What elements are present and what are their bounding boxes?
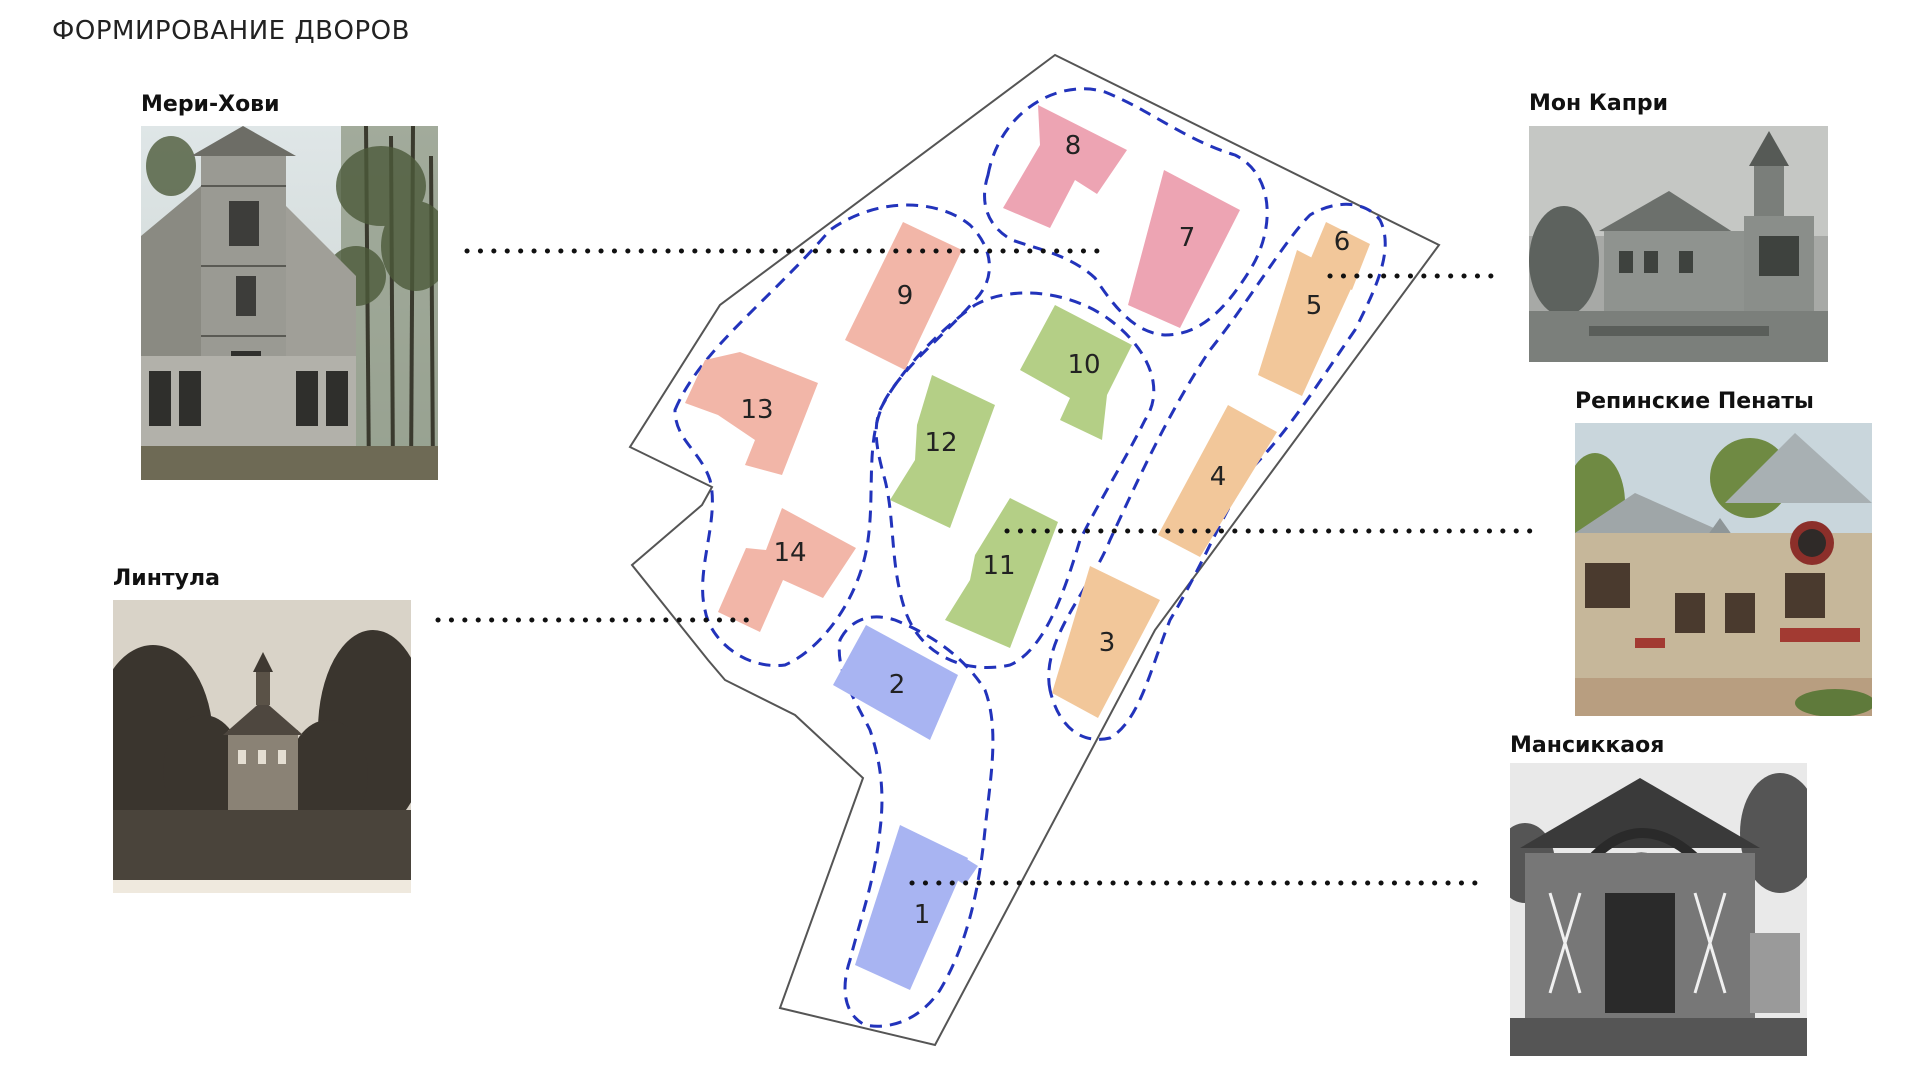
building-number-1: 1 — [914, 900, 931, 930]
building-number-5: 5 — [1306, 291, 1323, 321]
building-9 — [845, 222, 962, 370]
label-lintula: Линтула — [113, 566, 220, 591]
building-13 — [685, 352, 818, 475]
building-8 — [1003, 105, 1127, 228]
courtyard-outline-3-4-5-6 — [1047, 202, 1387, 741]
photo-meri-hovi — [141, 126, 438, 480]
building-number-4: 4 — [1210, 462, 1227, 492]
courtyard-outline-9-13-14 — [673, 203, 991, 668]
building-number-8: 8 — [1065, 131, 1082, 161]
building-11 — [945, 498, 1058, 648]
building-number-14: 14 — [773, 538, 806, 568]
building-4 — [1158, 405, 1277, 557]
photo-lintula — [113, 600, 411, 893]
building-5 — [1258, 250, 1355, 396]
building-number-11: 11 — [982, 551, 1015, 581]
building-12 — [890, 375, 995, 528]
building-2 — [833, 625, 958, 740]
building-10 — [1020, 305, 1132, 440]
courtyard-outline-8-7 — [983, 87, 1269, 337]
building-number-10: 10 — [1067, 350, 1100, 380]
photo-repinskie-penaty — [1575, 423, 1872, 716]
building-number-2: 2 — [889, 670, 906, 700]
site-boundary — [628, 53, 1441, 1047]
courtyard-outline-2-1 — [837, 615, 995, 1028]
label-meri-hovi: Мери-Хови — [141, 92, 280, 117]
building-1 — [855, 825, 978, 990]
courtyard-outline-10-11-12 — [874, 291, 1156, 670]
building-number-3: 3 — [1099, 628, 1116, 658]
label-repinskie-penaty: Репинские Пенаты — [1575, 389, 1814, 414]
building-number-13: 13 — [740, 395, 773, 425]
slide-title: ФОРМИРОВАНИЕ ДВОРОВ — [52, 16, 410, 46]
photo-mansikkaoya — [1510, 763, 1807, 1056]
building-number-12: 12 — [924, 428, 957, 458]
building-7 — [1128, 170, 1240, 328]
label-mansikkaoya: Мансиккаоя — [1510, 733, 1665, 758]
building-number-6: 6 — [1334, 227, 1351, 257]
building-3 — [1052, 566, 1160, 718]
label-mon-kapri: Мон Капри — [1529, 91, 1669, 116]
photo-mon-kapri — [1529, 126, 1828, 362]
building-number-7: 7 — [1179, 223, 1196, 253]
building-6 — [1306, 222, 1370, 290]
building-14 — [718, 508, 856, 632]
building-number-9: 9 — [897, 281, 914, 311]
